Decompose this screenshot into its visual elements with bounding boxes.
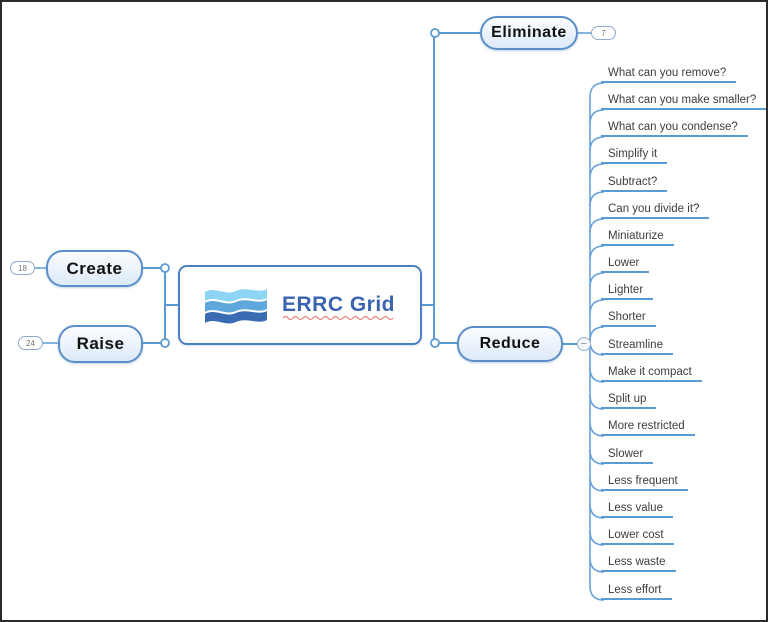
subtopic-item[interactable]: Subtract? [601, 175, 668, 192]
subtopic-item[interactable]: Less value [601, 501, 673, 518]
branch-reduce[interactable]: Reduce [457, 326, 563, 362]
subtopic-item[interactable]: Miniaturize [601, 229, 674, 246]
spellcheck-squiggle-icon [282, 315, 394, 321]
subtopic-item[interactable]: What can you remove? [601, 66, 737, 83]
branch-eliminate-label: Eliminate [491, 24, 567, 41]
subtopic-item[interactable]: Lower [601, 256, 650, 273]
branch-eliminate[interactable]: Eliminate [480, 16, 578, 50]
subtopic-item[interactable]: Split up [601, 392, 657, 409]
branch-create-label: Create [66, 258, 123, 278]
subtopic-item[interactable]: More restricted [601, 419, 695, 436]
subtopic-item[interactable]: Less effort [601, 583, 672, 600]
subtopic-item[interactable]: Shorter [601, 310, 656, 327]
subtopic-item[interactable]: Less waste [601, 555, 676, 572]
central-topic-title: ERRC Grid [281, 293, 395, 316]
subtopic-item[interactable]: Make it compact [601, 365, 702, 382]
raise-count-badge: 24 [18, 336, 43, 350]
subtopic-item[interactable]: What can you make smaller? [601, 93, 766, 110]
subtopic-item[interactable]: Simplify it [601, 147, 668, 164]
branch-reduce-label: Reduce [479, 335, 541, 352]
minus-icon: − [580, 337, 588, 350]
branch-create[interactable]: Create [46, 250, 143, 287]
branch-raise-label: Raise [76, 334, 125, 353]
branch-raise[interactable]: Raise [58, 325, 143, 363]
waves-logo-icon [204, 286, 267, 324]
collapse-button[interactable]: − [577, 337, 591, 351]
subtopic-item[interactable]: Streamline [601, 338, 673, 355]
subtopic-item[interactable]: Lower cost [601, 528, 674, 545]
subtopic-item[interactable]: What can you condense? [601, 120, 748, 137]
subtopic-item[interactable]: Less frequent [601, 474, 688, 491]
eliminate-count-badge: 7 [591, 26, 616, 40]
subtopic-item[interactable]: Slower [601, 447, 654, 464]
subtopic-item[interactable]: Lighter [601, 283, 654, 300]
central-topic[interactable]: ERRC Grid [178, 265, 422, 345]
create-count-badge: 18 [10, 261, 35, 275]
subtopic-item[interactable]: Can you divide it? [601, 202, 710, 219]
